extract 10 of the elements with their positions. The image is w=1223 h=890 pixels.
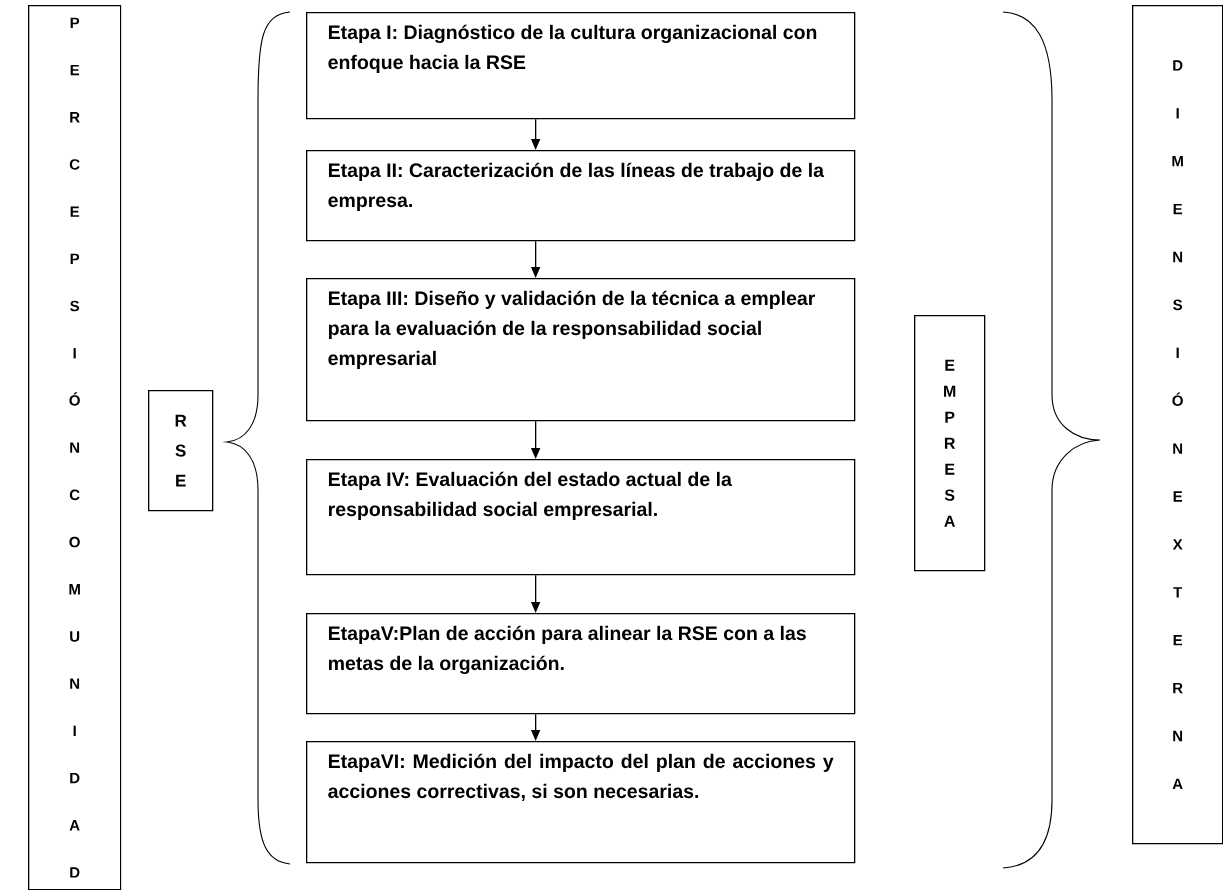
stage-box: Etapa III: Diseño y validación de la técnica a emplear para la evaluación de la responsabilidad social empresarial — [306, 278, 856, 422]
vertical-label-box: E M P R E S A — [914, 315, 986, 572]
stage-box: Etapa II: Caracterización de las líneas de trabajo de la empresa. — [306, 150, 856, 242]
stage-box: EtapaVI: Medición del impacto del plan de acciones y acciones correctivas, si son necesarias. — [306, 741, 856, 864]
stage-box: Etapa I: Diagnóstico de la cultura organizacional con enfoque hacia la RSE — [306, 12, 856, 120]
vertical-label-box: P E R C E P S I Ó N C O M U N I D A D — [28, 5, 122, 890]
stage-box: Etapa IV: Evaluación del estado actual de la responsabilidad social empresarial. — [306, 459, 856, 576]
stage-box: EtapaV:Plan de acción para alinear la RSE con a las metas de la organización. — [306, 613, 856, 715]
vertical-label-box: R S E — [148, 390, 214, 512]
vertical-label-box: D I M E N S I Ó N E X T E R N A — [1132, 5, 1223, 845]
